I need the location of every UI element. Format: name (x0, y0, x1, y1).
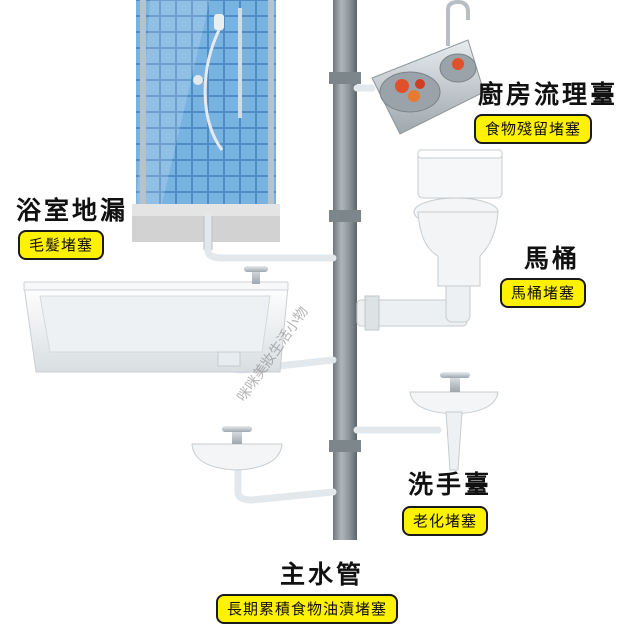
shower-cabin (132, 0, 280, 242)
main-pipe-issue-badge: 長期累積食物油漬堵塞 (216, 594, 399, 624)
basin-faucet-icon (440, 372, 470, 392)
bathtub (23, 266, 289, 373)
washbasin-left (191, 426, 283, 471)
fruit-icon (395, 58, 464, 102)
washbasin-title: 洗手臺 (408, 470, 493, 499)
kitchen-sink-title: 廚房流理臺 (478, 80, 619, 109)
shower-head-icon (193, 8, 242, 151)
toilet (413, 149, 503, 287)
kitchen-sink (371, 0, 485, 135)
kitchen-faucet-icon (446, 0, 470, 46)
basin-faucet-icon-2 (222, 426, 252, 444)
toilet-title: 馬桶 (524, 244, 581, 273)
main-pipe-shape (329, 0, 361, 540)
washbasin-issue-badge: 老化堵塞 (402, 506, 489, 536)
branch-pipe-outlines (203, 216, 213, 250)
main-pipe-title: 主水管 (280, 560, 365, 589)
washbasin-right (409, 372, 499, 471)
shower-drain-title: 浴室地漏 (16, 196, 129, 225)
shower-drain-issue-badge: 毛髮堵塞 (18, 230, 105, 260)
toilet-issue-badge: 馬桶堵塞 (500, 278, 587, 308)
faucet-icon (244, 266, 268, 284)
kitchen-sink-issue-badge: 食物殘留堵塞 (474, 114, 593, 144)
